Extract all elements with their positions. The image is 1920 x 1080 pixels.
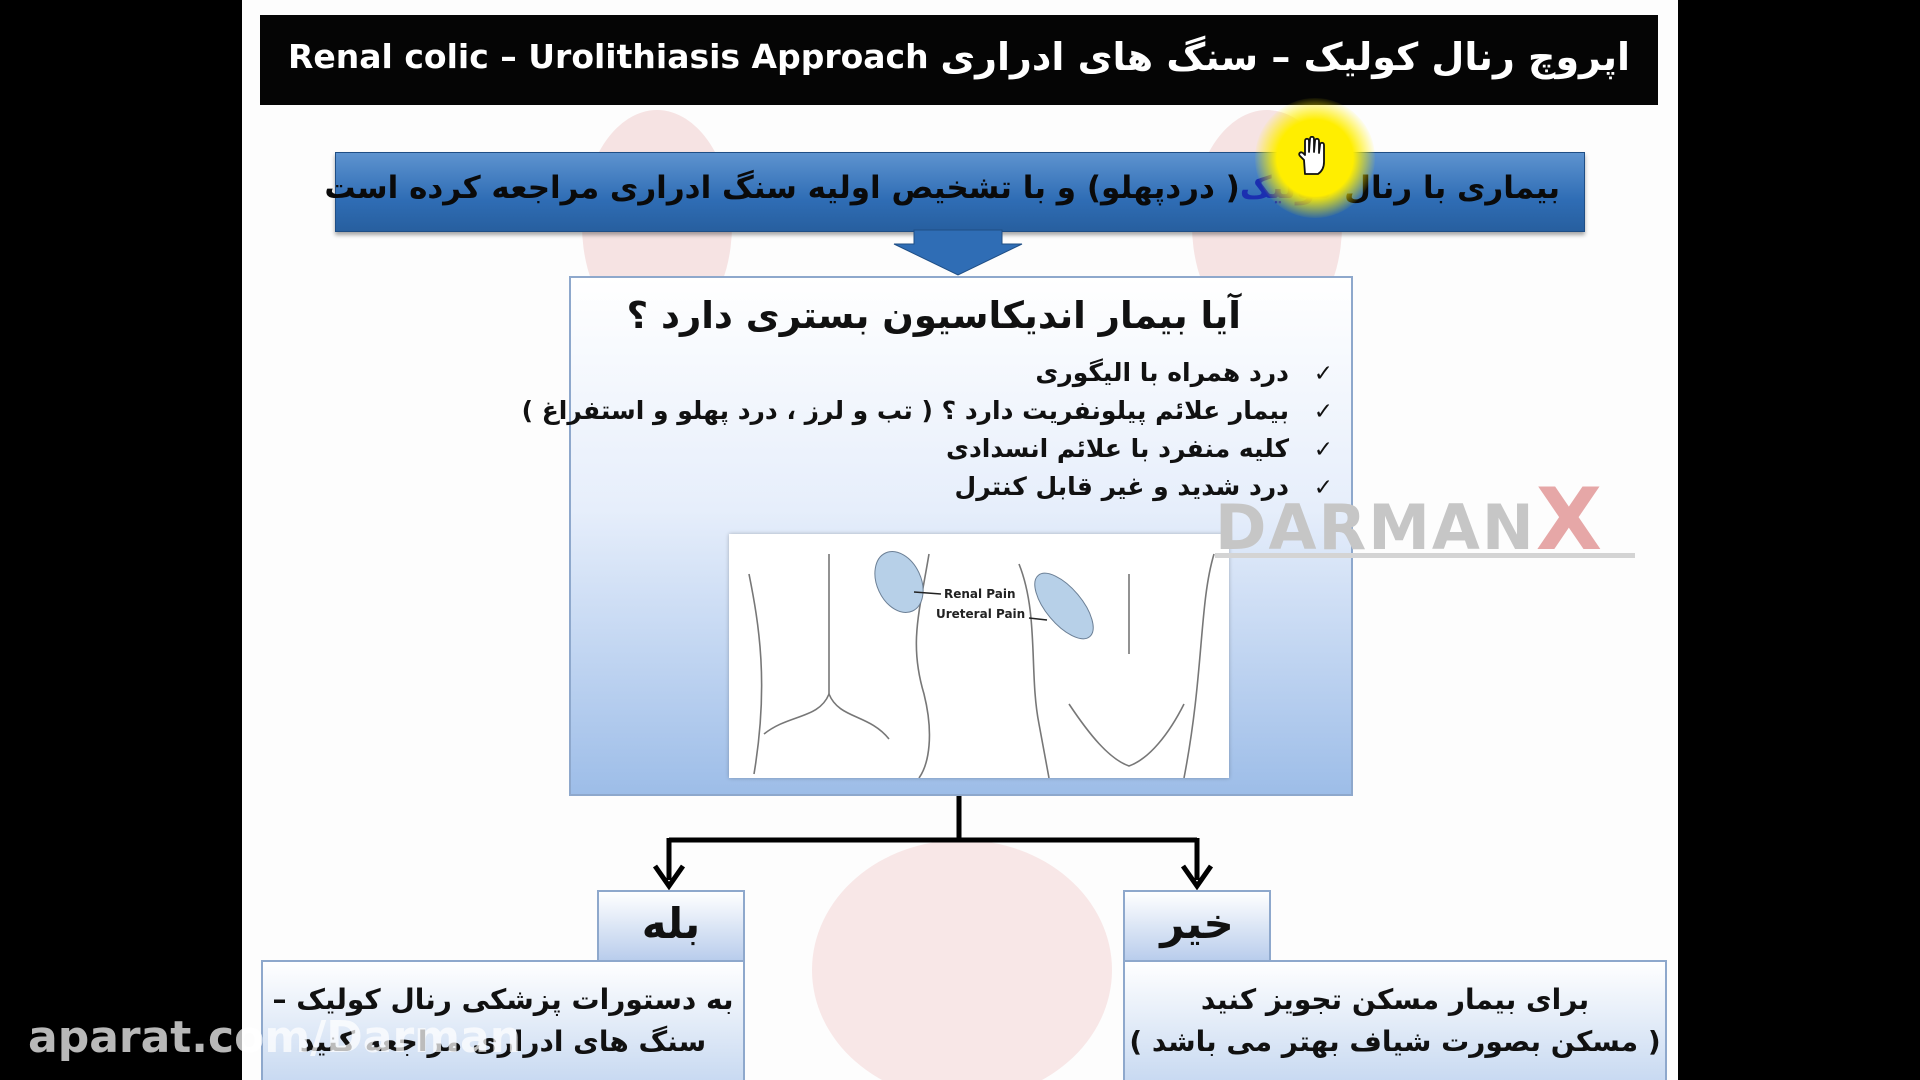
yes-result-line: سنگ های ادراری مراجعه کنید — [299, 1025, 707, 1058]
banner-down-arrow — [893, 229, 1023, 276]
no-result-box: برای بیمار مسکن تجویز کنید ( مسکن بصورت … — [1123, 960, 1667, 1080]
watermark-underline — [1215, 553, 1635, 558]
banner-text-end: ( دردپهلو) و با تشخیص اولیه سنگ ادراری م… — [324, 170, 1240, 206]
criteria-item: ✓ کلیه منفرد با علائم انسدادی — [522, 430, 1333, 468]
hand-pointer-icon — [1298, 136, 1325, 175]
pain-location-illustration: Renal Pain Ureteral Pain — [729, 534, 1229, 779]
no-result-line: برای بیمار مسکن تجویز کنید — [1200, 983, 1590, 1016]
yes-result-line: به دستورات پزشکی رنال کولیک – — [272, 983, 734, 1016]
criteria-list: ✓ درد همراه با الیگوری ✓ بیمار علائم پیلون… — [522, 354, 1333, 506]
yes-label: بله — [641, 899, 701, 948]
background-bladder — [812, 840, 1112, 1080]
renal-pain-pointer — [913, 591, 942, 595]
no-node: خیر — [1123, 890, 1271, 962]
arrowhead-yes — [652, 864, 686, 891]
flow-connectors — [652, 229, 1214, 891]
arrowhead-no — [1180, 864, 1214, 891]
body-outline-drawing: Renal Pain Ureteral Pain — [748, 551, 1215, 779]
check-icon: ✓ — [1313, 361, 1333, 387]
criteria-text: بیمار علائم پیلونفریت دارد ؟ ( تب و لرز … — [521, 396, 1289, 425]
criteria-item: ✓ بیمار علائم پیلونفریت دارد ؟ ( تب و لرز… — [522, 392, 1333, 430]
criteria-text: درد شدید و غیر قابل کنترل — [954, 472, 1289, 501]
yes-result-box: به دستورات پزشکی رنال کولیک – سنگ های اد… — [261, 960, 745, 1080]
banner-text-start: بیماری با رنال — [1333, 170, 1560, 206]
title-bar: Renal colic – Urolithiasis Approach اپرو… — [260, 15, 1658, 105]
title-english: Renal colic – Urolithiasis Approach — [288, 37, 929, 76]
ureteral-pain-zone-front — [1034, 572, 1094, 640]
ureteral-pain-label: Ureteral Pain — [936, 607, 1025, 621]
renal-pain-label: Renal Pain — [944, 587, 1016, 601]
question-title: آیا بیمار اندیکاسیون بستری دارد ؟ — [626, 294, 1241, 337]
criteria-item: ✓ درد شدید و غیر قابل کنترل — [522, 468, 1333, 506]
watermark-brand-text: DARMAN — [1215, 491, 1536, 564]
criteria-item: ✓ درد همراه با الیگوری — [522, 354, 1333, 392]
presentation-banner: بیماری با رنال کولیک( دردپهلو) و با تشخی… — [324, 152, 1585, 232]
ureteral-pain-pointer — [1028, 617, 1048, 621]
criteria-text: کلیه منفرد با علائم انسدادی — [946, 434, 1289, 463]
slide: Renal colic – Urolithiasis Approach اپرو… — [242, 0, 1678, 1080]
no-label: خیر — [1160, 899, 1234, 948]
check-icon: ✓ — [1313, 437, 1333, 463]
renal-pain-zone-back — [874, 551, 924, 613]
criteria-text: درد همراه با الیگوری — [1035, 358, 1289, 387]
check-icon: ✓ — [1313, 399, 1333, 425]
no-result-line: ( مسکن بصورت شیاف بهتر می باشد ) — [1129, 1025, 1661, 1058]
check-icon: ✓ — [1313, 475, 1333, 501]
yes-node: بله — [597, 890, 745, 962]
title-persian: اپروچ رنال کولیک – سنگ های ادراری — [940, 35, 1630, 79]
aparat-watermark: aparat.com/Darman — [28, 1012, 522, 1063]
